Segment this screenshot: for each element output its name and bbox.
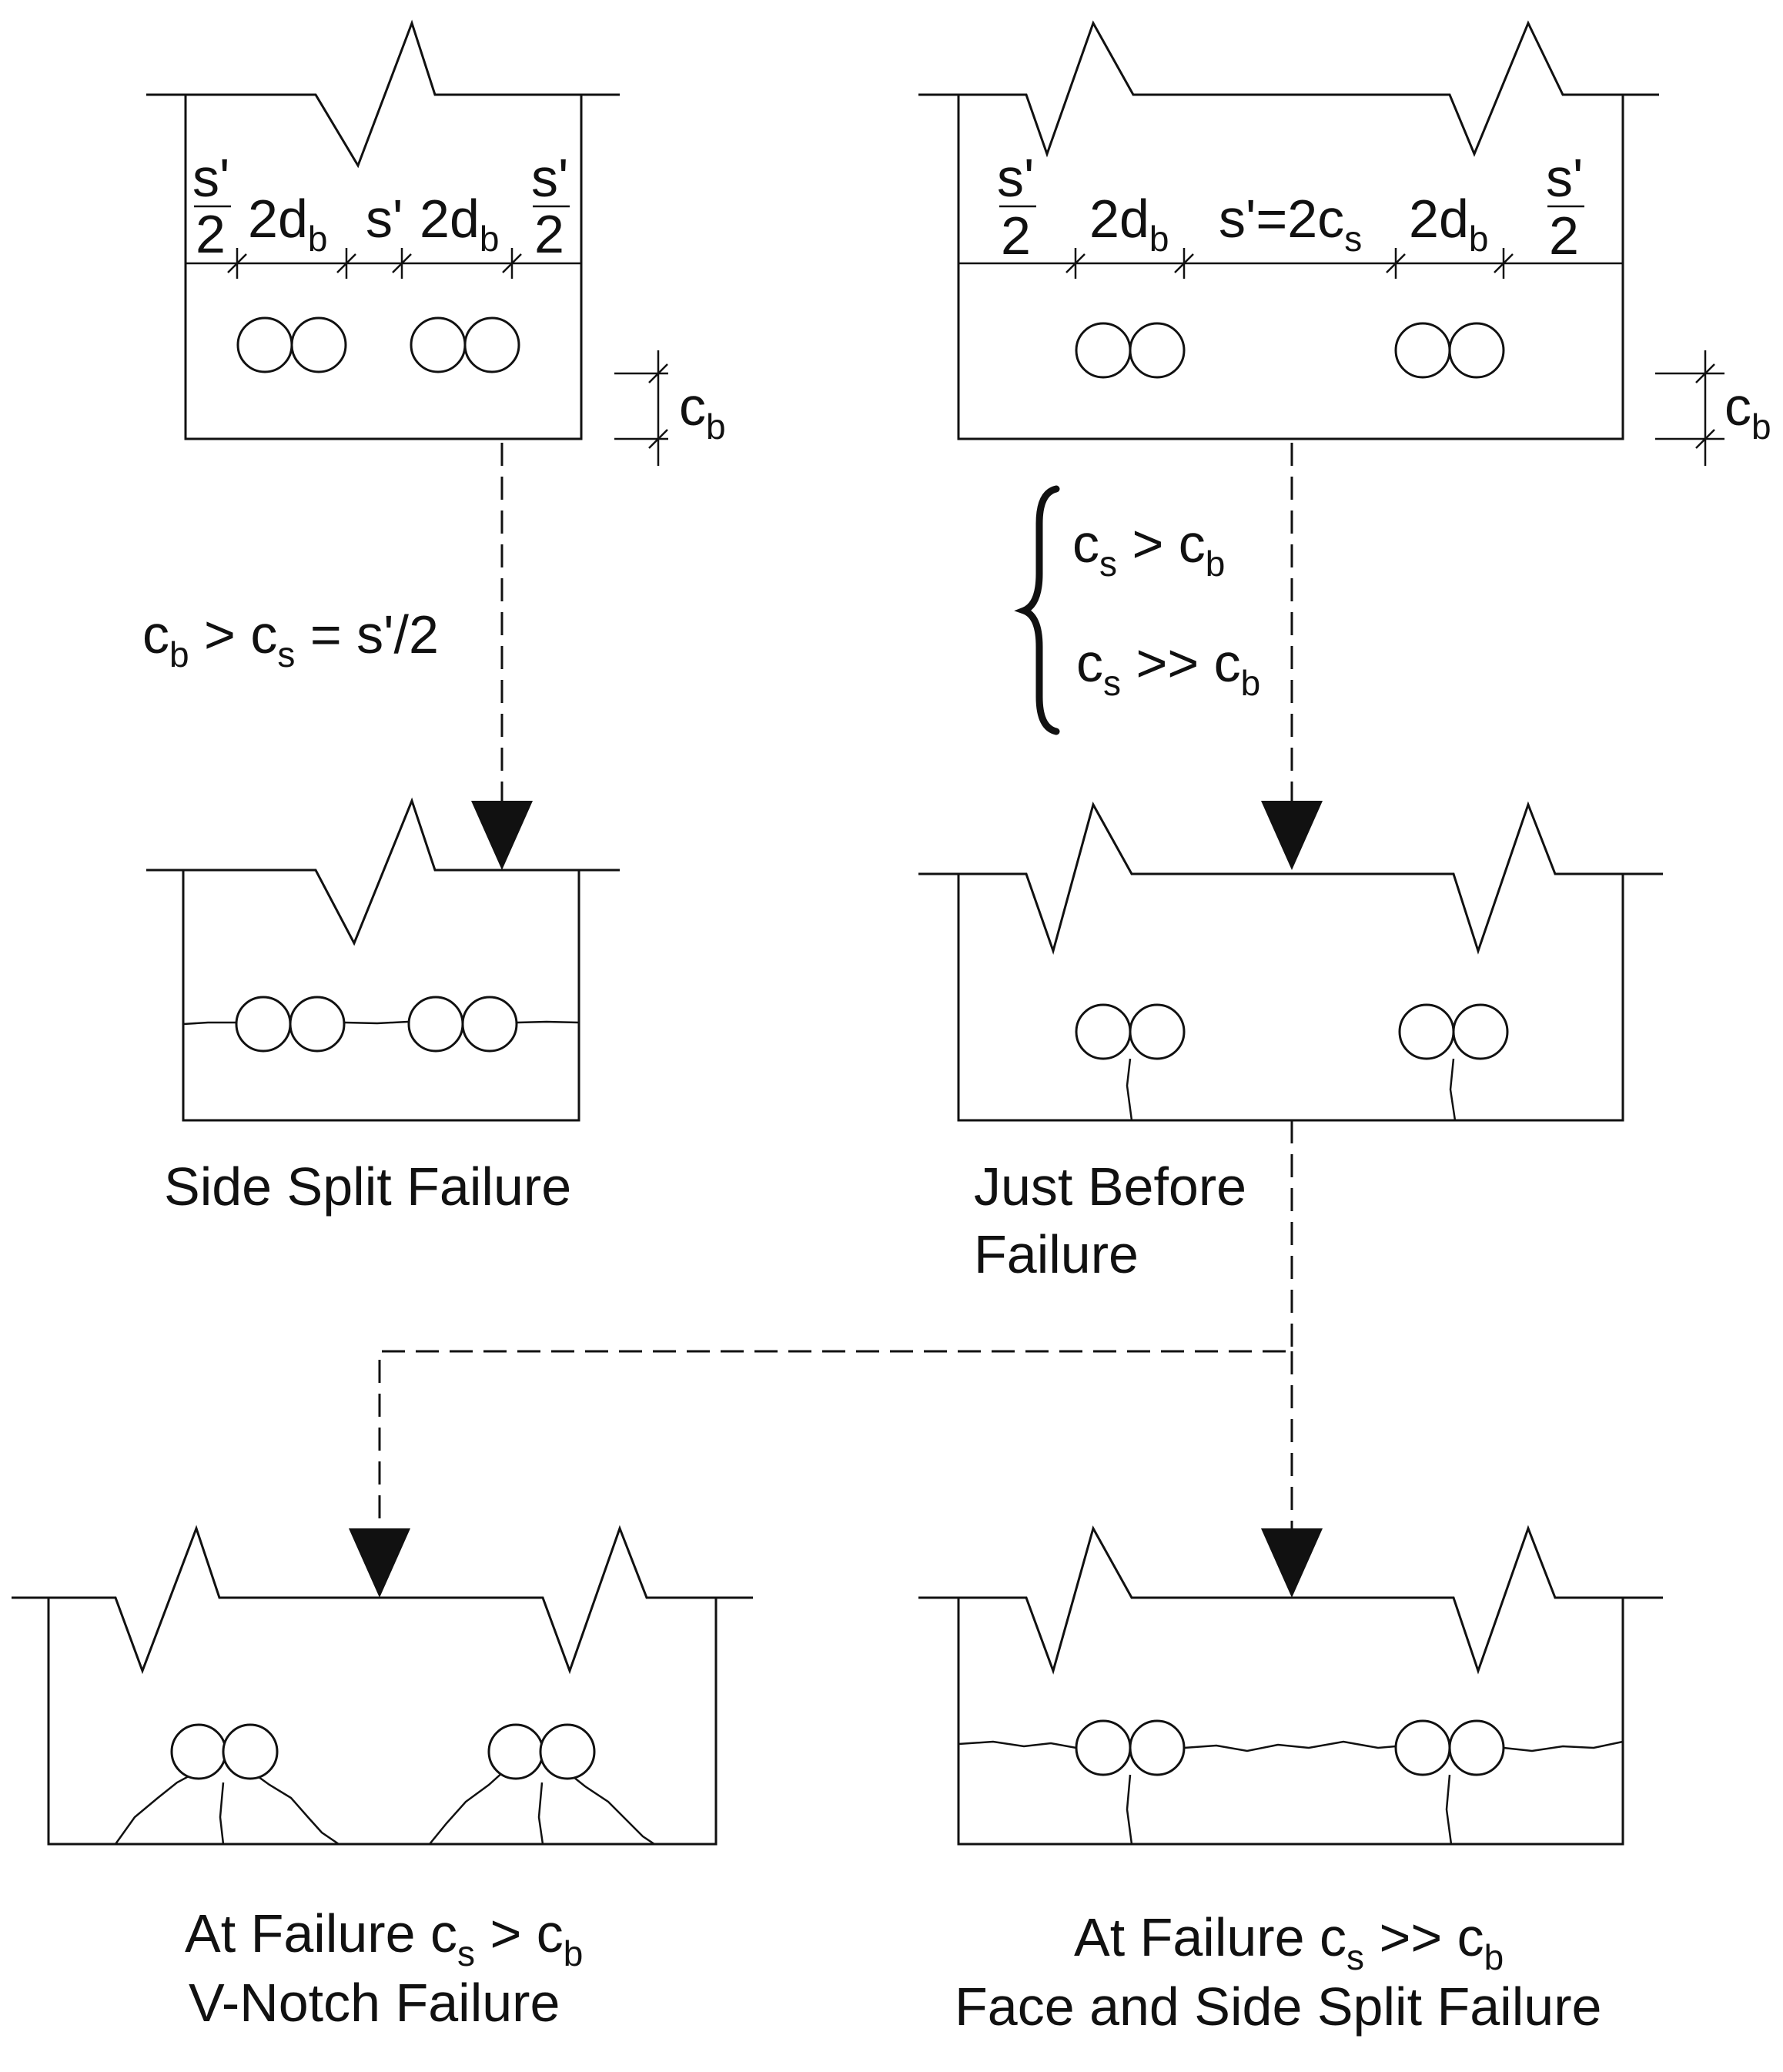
cover-dimension: cb (614, 350, 726, 466)
section-v-notch (12, 1525, 753, 1846)
flow-arrows (349, 443, 1323, 1598)
rebar (1075, 1719, 1132, 1776)
label-s-prime-eq: s'=2cs (1219, 189, 1362, 259)
crack-line (249, 1769, 340, 1846)
section-top-left: s' 2 2db s' 2db s' 2 cb (146, 19, 726, 466)
crack-line (565, 1770, 655, 1846)
dimension-ticks (227, 248, 522, 279)
caption-vnotch-1: At Failure cs > cb (185, 1903, 583, 1973)
arrow-down-icon (1261, 1528, 1323, 1598)
caption-just-before-1: Just Before (974, 1157, 1246, 1217)
condition-right-1: cs > cb (1072, 514, 1225, 584)
label-s-prime: s' (531, 148, 568, 208)
label-s-prime: s' (366, 189, 403, 249)
section-top-right: s' 2 2db s'=2cs 2db s' 2 cb (918, 20, 1771, 466)
arrow-down-icon (1261, 801, 1323, 870)
caption-side-split: Side Split Failure (164, 1157, 571, 1217)
condition-right-2: cs >> cb (1076, 633, 1260, 703)
crack-line (517, 1020, 580, 1024)
rebar (463, 316, 520, 373)
rebar (1394, 1719, 1451, 1776)
label-2db: 2db (248, 189, 327, 259)
caption-face-1: At Failure cs >> cb (1074, 1907, 1504, 1977)
caption-face-2: Face and Side Split Failure (955, 1977, 1601, 2037)
label-cb: cb (679, 377, 726, 447)
rebar (1448, 322, 1505, 379)
rebar (1129, 322, 1186, 379)
rebar (1448, 1719, 1505, 1776)
crack-line (1126, 1058, 1133, 1121)
rebar (1394, 322, 1451, 379)
rebar (407, 996, 464, 1053)
crack-line (1183, 1740, 1397, 1752)
cover-dimension: cb (1655, 350, 1771, 466)
label-denominator: 2 (1549, 206, 1579, 266)
section-outline (918, 20, 1659, 158)
rebar (1075, 322, 1132, 379)
label-cb: cb (1724, 377, 1771, 447)
dimension-ticks (1065, 248, 1514, 279)
rebar (170, 1723, 227, 1780)
crack-line (1126, 1774, 1133, 1845)
crack-line (344, 1020, 409, 1025)
crack-line (1503, 1740, 1624, 1752)
rebar (1398, 1003, 1455, 1060)
caption-just-before-2: Failure (974, 1224, 1139, 1284)
label-s-prime: s' (997, 148, 1034, 208)
section-face-side-split (918, 1525, 1663, 1846)
label-2db: 2db (1409, 189, 1488, 259)
label-denominator: 2 (1001, 206, 1031, 266)
rebar (461, 996, 518, 1053)
crack-line (537, 1782, 544, 1845)
section-side-split (146, 797, 620, 1122)
crack-line (958, 1740, 1077, 1749)
label-denominator: 2 (196, 204, 226, 264)
flow-line-branch (378, 1120, 1293, 1528)
crack-line (1445, 1774, 1453, 1845)
rebar (1075, 1003, 1132, 1060)
label-denominator: 2 (534, 204, 564, 264)
rebar (236, 316, 293, 373)
brace-icon (1014, 485, 1060, 735)
crack-line (182, 1021, 236, 1026)
rebar (410, 316, 467, 373)
rebar (1452, 1003, 1509, 1060)
rebar (289, 996, 346, 1053)
rebar (222, 1723, 279, 1780)
label-2db: 2db (1089, 189, 1169, 259)
crack-line (114, 1769, 199, 1845)
crack-line (429, 1770, 505, 1845)
label-s-prime: s' (1546, 148, 1583, 208)
rebar (235, 996, 292, 1053)
label-2db: 2db (420, 189, 499, 259)
crack-line (219, 1782, 225, 1845)
rebar (290, 316, 347, 373)
condition-left: cb > cs = s'/2 (142, 604, 439, 674)
caption-vnotch-2: V-Notch Failure (189, 1973, 560, 2033)
crack-line (1449, 1058, 1457, 1121)
section-just-before (918, 801, 1663, 1122)
rebar (487, 1723, 544, 1780)
rebar (1129, 1719, 1186, 1776)
rebar (1129, 1003, 1186, 1060)
label-s-prime: s' (192, 148, 229, 208)
arrow-down-icon (471, 801, 533, 870)
rebar (539, 1723, 596, 1780)
section-outline (146, 19, 620, 169)
arrow-down-icon (349, 1528, 410, 1598)
